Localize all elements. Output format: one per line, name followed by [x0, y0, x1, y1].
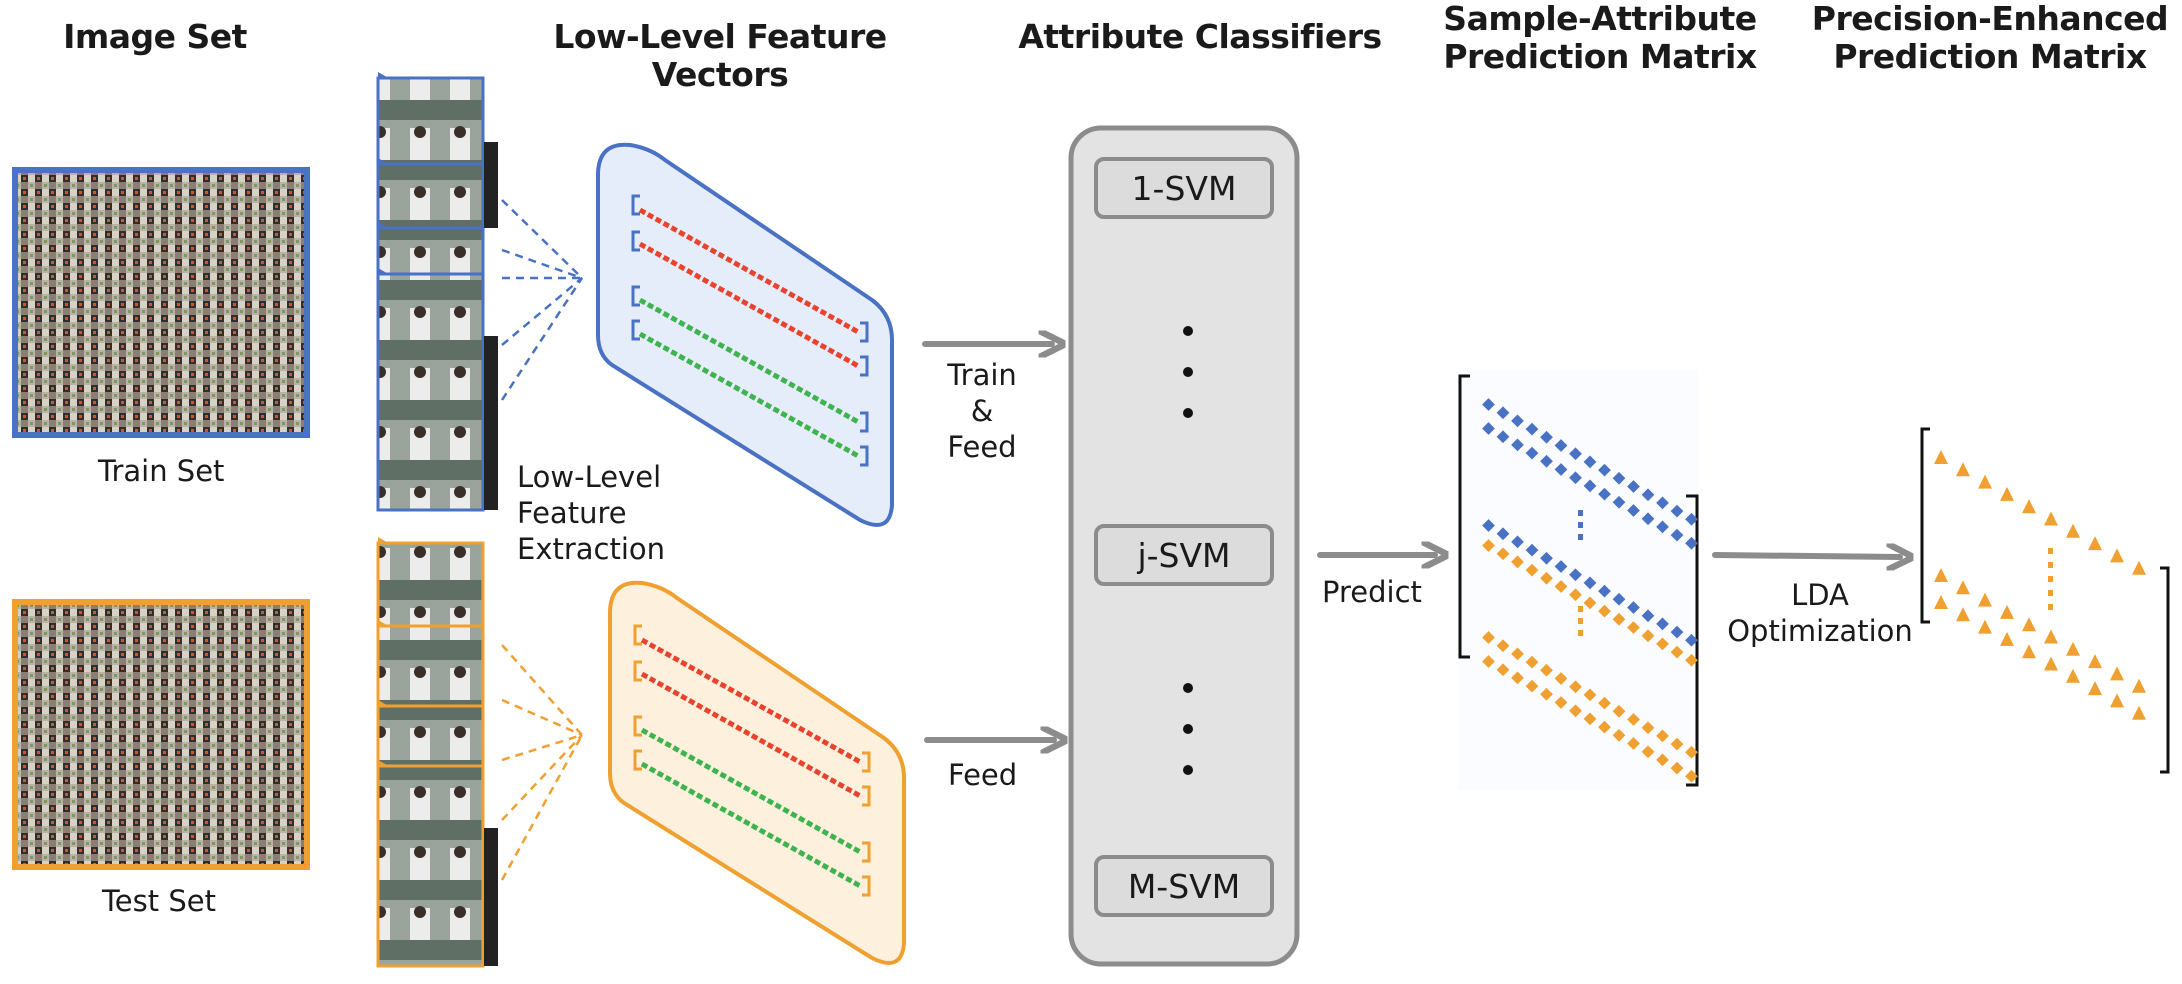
test-feature-panel — [608, 580, 906, 965]
matrix-cell — [2132, 678, 2146, 693]
classifier-j-svm: j-SVM — [1094, 524, 1274, 586]
matrix-cell — [2132, 705, 2146, 720]
header-enhanced-matrix: Precision-Enhanced Prediction Matrix — [1811, 0, 2169, 76]
classifier-m-svm: M-SVM — [1094, 855, 1274, 917]
test-image-stack — [376, 537, 498, 968]
lda-label: LDA Optimization — [1727, 578, 1913, 648]
matrix-cell — [2110, 666, 2124, 681]
test-set-mosaic — [12, 599, 310, 870]
matrix-cell — [1956, 580, 1970, 595]
lda-arrow — [1712, 555, 1900, 557]
header-classifiers: Attribute Classifiers — [1018, 17, 1382, 56]
train-extraction-lines — [500, 199, 584, 401]
classifier-1-svm: 1-SVM — [1094, 157, 1274, 219]
prediction-matrix — [1458, 370, 1699, 790]
matrix-cell — [1978, 474, 1992, 489]
train-set-mosaic — [12, 167, 310, 438]
train-feed-label: Train & Feed — [947, 358, 1017, 464]
predict-label: Predict — [1322, 575, 1422, 609]
test-extraction-lines — [500, 644, 584, 881]
matrix-cell — [1956, 607, 1970, 622]
matrix-cell — [2088, 536, 2102, 551]
matrix-cell — [2066, 523, 2080, 538]
matrix-cell — [2066, 641, 2080, 656]
matrix-cell — [1934, 450, 1948, 464]
header-image-set: Image Set — [63, 17, 247, 56]
matrix-cell — [2088, 654, 2102, 669]
matrix-cell — [2000, 604, 2014, 619]
matrix-cell — [2044, 511, 2058, 526]
extraction-label: Low-Level Feature Extraction — [517, 460, 666, 566]
matrix-cell — [1934, 595, 1948, 609]
test-set-label: Test Set — [102, 884, 216, 918]
matrix-cell — [2000, 486, 2014, 501]
train-image-stack — [376, 72, 498, 512]
matrix-cell — [1978, 619, 1992, 634]
matrix-cell — [2044, 629, 2058, 644]
matrix-cell — [1956, 462, 1970, 477]
enhanced-matrix — [1915, 420, 2170, 774]
header-prediction-matrix: Sample-Attribute Prediction Matrix — [1443, 0, 1757, 76]
train-feature-panel — [596, 142, 894, 527]
matrix-cell — [2088, 681, 2102, 696]
matrix-cell — [2132, 560, 2146, 575]
classifier-ellipsis — [1183, 326, 1193, 775]
matrix-cell — [2110, 548, 2124, 563]
matrix-cell — [1934, 568, 1948, 582]
matrix-cell — [2022, 617, 2036, 632]
matrix-cell — [2022, 644, 2036, 659]
matrix-cell — [2022, 499, 2036, 514]
header-feature-vectors: Low-Level Feature Vectors — [553, 17, 887, 94]
matrix-cell — [2066, 668, 2080, 683]
matrix-cell — [2000, 631, 2014, 646]
train-set-label: Train Set — [98, 454, 225, 488]
matrix-cell — [2044, 656, 2058, 671]
matrix-cell — [1978, 592, 1992, 607]
matrix-cell — [2110, 693, 2124, 708]
feed-label: Feed — [948, 758, 1018, 792]
